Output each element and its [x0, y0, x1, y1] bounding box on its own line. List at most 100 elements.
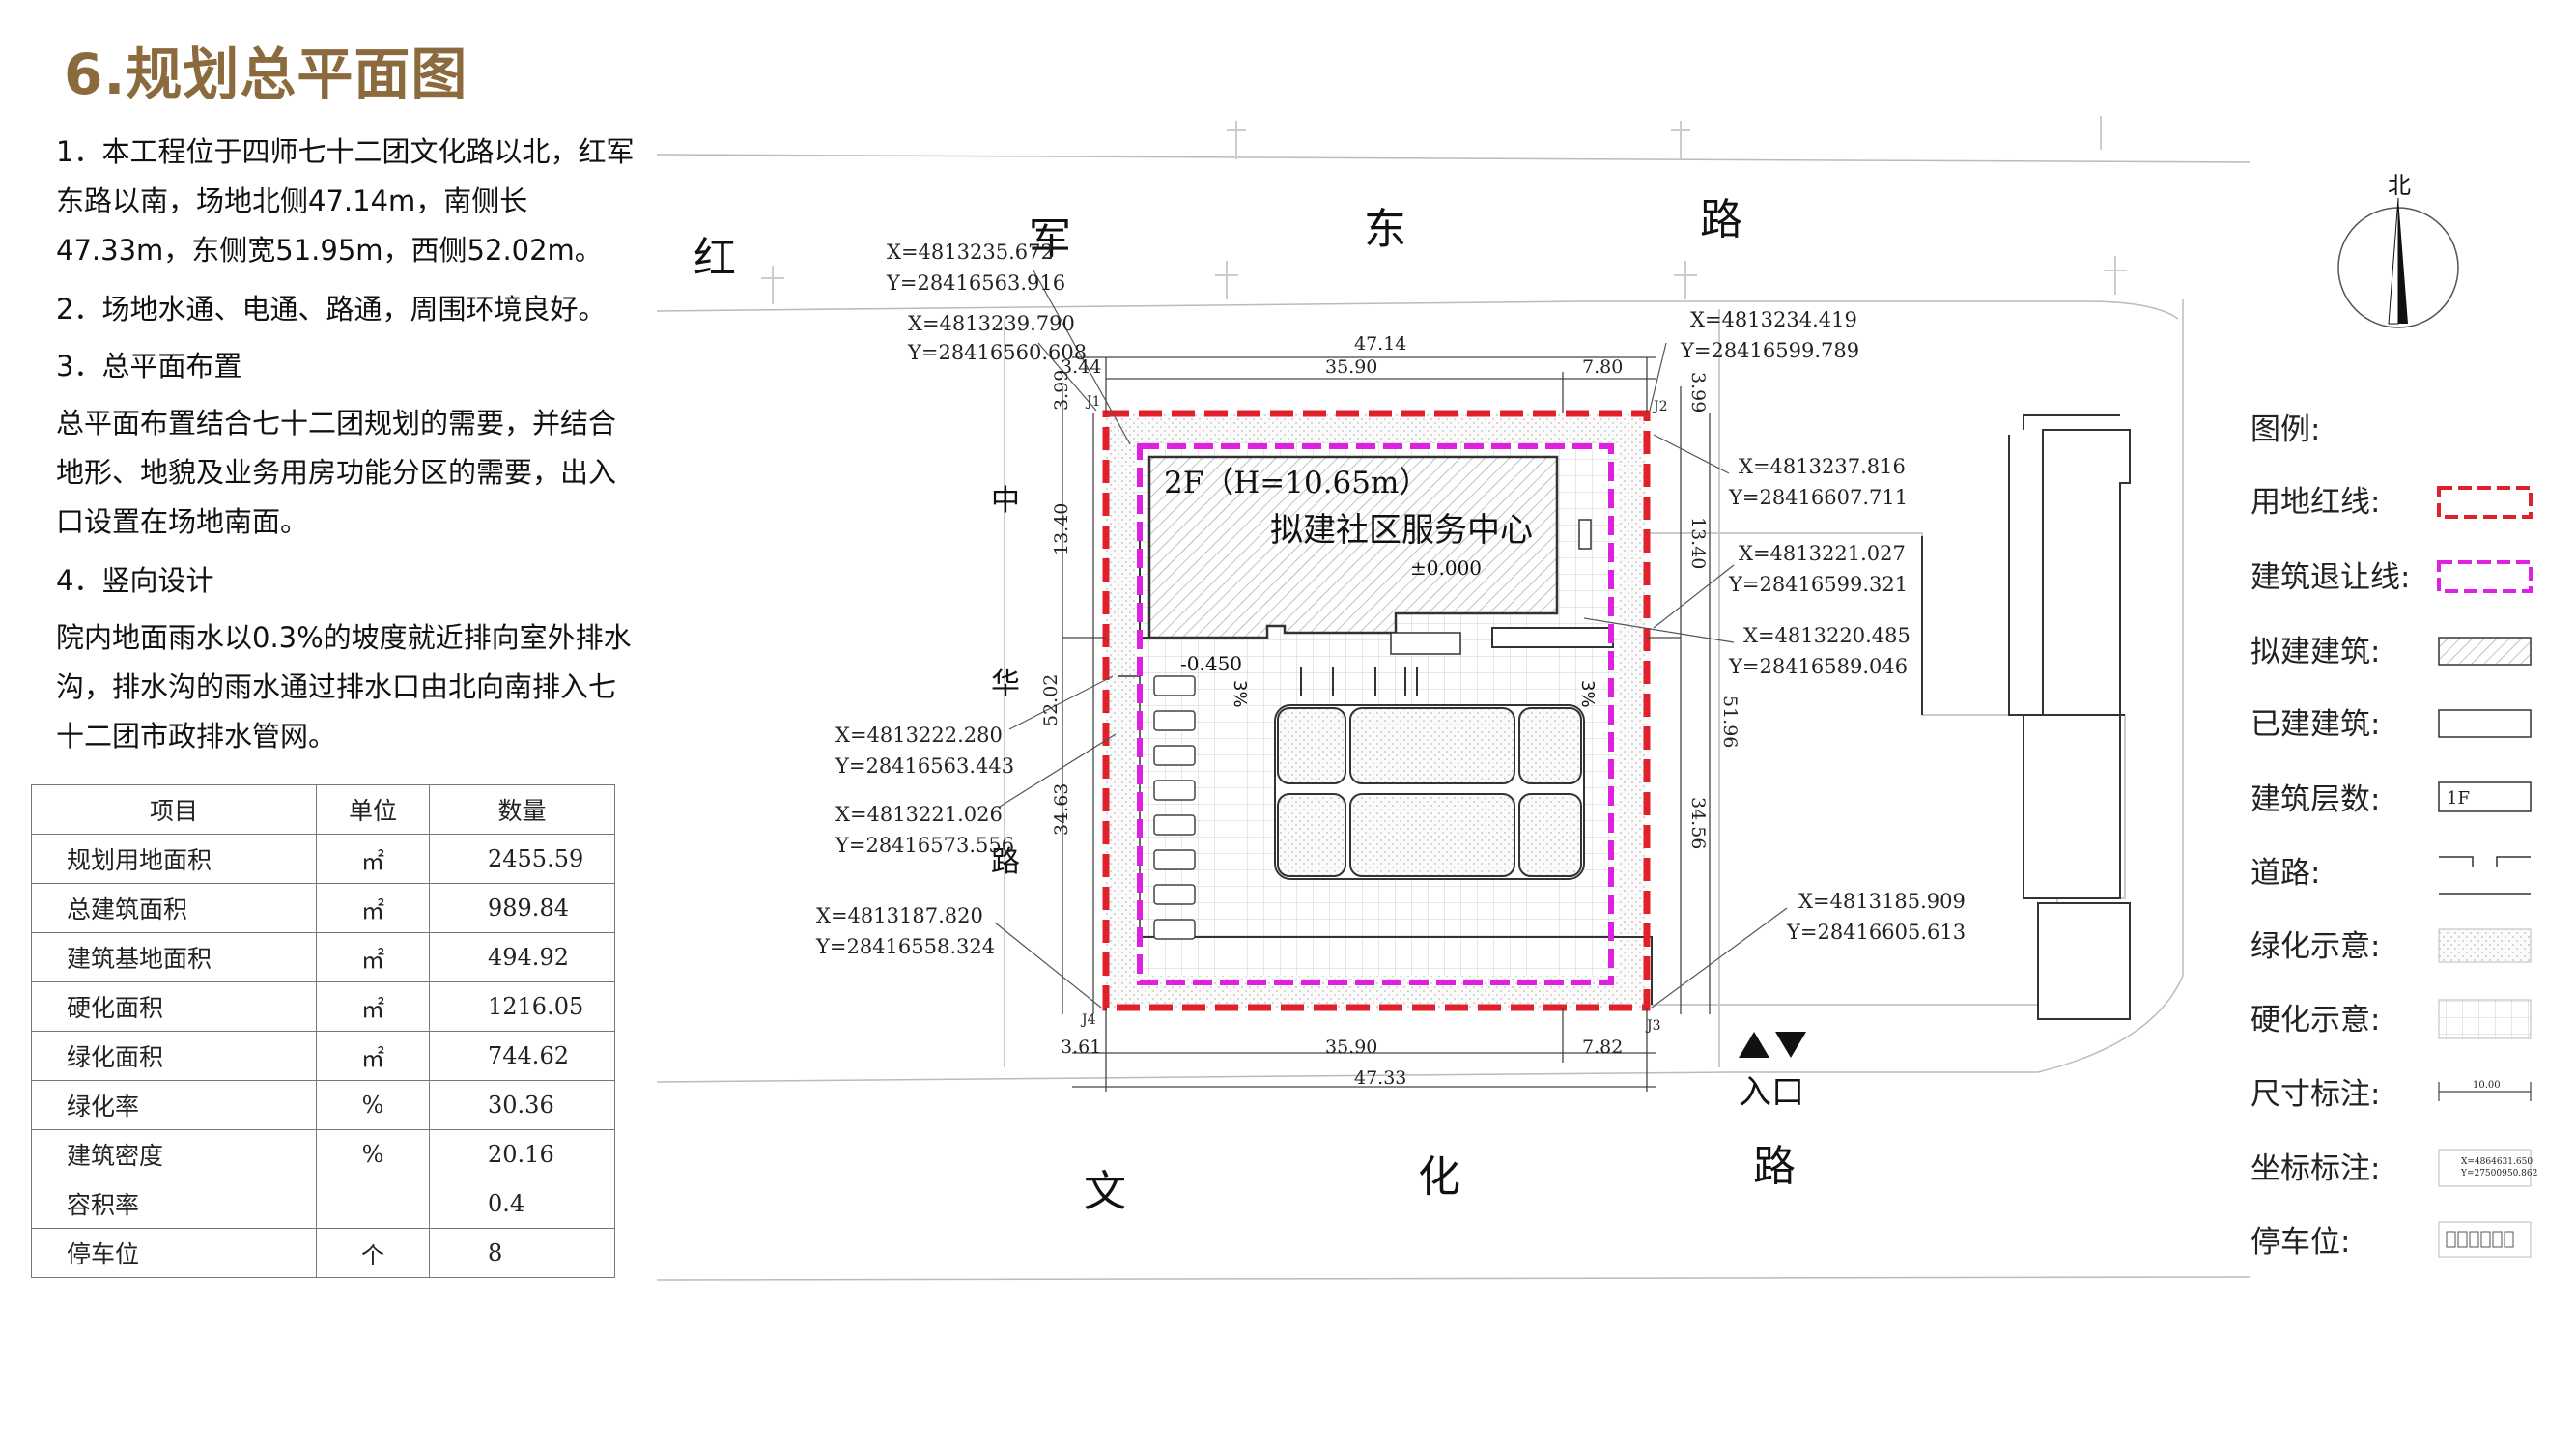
corner-j2: J2: [1652, 399, 1668, 414]
description: 1．本工程位于四师七十二团文化路以北，红军东路以南，场地北侧47.14m，南侧长…: [56, 128, 636, 771]
road-label-lu-south: 路: [1753, 1142, 1796, 1191]
building-floors: 2F（H=10.65m）: [1164, 466, 1429, 500]
coord-2-y: Y=28416599.789: [1680, 339, 1859, 362]
coordinate-leaders: [994, 270, 1788, 1009]
coord-9-x: X=4813185.909: [1798, 890, 1966, 913]
stats-item: 建筑基地面积: [31, 932, 317, 982]
desc-utilities: 2．场地水通、电通、路通，周围环境良好。: [56, 293, 607, 326]
dim-east-total: 51.96: [1719, 696, 1741, 748]
road-lines: [656, 154, 2251, 1281]
dimension-lines: [1062, 356, 1711, 1092]
coord-5-y: Y=28416589.046: [1728, 655, 1908, 678]
legend-label-parking: 停车位:: [2250, 1225, 2350, 1260]
corner-j1: J1: [1085, 394, 1101, 410]
stats-item: 建筑密度: [31, 1129, 317, 1179]
dim-south-mid: 35.90: [1325, 1037, 1377, 1058]
stats-item: 规划用地面积: [31, 834, 317, 884]
stats-value: 20.16: [429, 1129, 615, 1179]
slope-left: 3%: [1230, 680, 1250, 708]
desc-layout-heading: 3．总平面布置: [56, 350, 242, 383]
courtyard: [1274, 704, 1585, 880]
stats-value: 989.84: [429, 883, 615, 933]
road-label-dong: 东: [1364, 205, 1406, 254]
coord-3-y: Y=28416607.711: [1728, 486, 1908, 509]
desc-layout: 总平面布置结合七十二团规划的需要，并结合地形、地貌及业务用房功能分区的需要，出入…: [56, 407, 617, 538]
stats-item: 停车位: [31, 1228, 317, 1278]
street-lamps: [761, 116, 2127, 304]
courtyard-markers: [1300, 667, 1418, 696]
dim-east-corner: 3.99: [1687, 372, 1709, 412]
coord-6-y: Y=28416563.443: [835, 754, 1014, 778]
legend-dimension-sample: 10.00: [2473, 1080, 2501, 1091]
legend-label-proposed: 拟建建筑:: [2250, 635, 2380, 669]
stats-item: 绿化面积: [31, 1031, 317, 1081]
coord-6-x: X=4813222.280: [835, 724, 1003, 747]
stats-value: 2455.59: [429, 834, 615, 884]
legend-label-paving: 硬化示意:: [2250, 1003, 2380, 1037]
coord-5-x: X=4813220.485: [1743, 624, 1911, 647]
legend-coordinate-sample-x: X=4864631.650: [2461, 1157, 2533, 1167]
coord-8-x: X=4813187.820: [816, 904, 983, 927]
existing-buildings: [1641, 414, 2131, 1020]
coord-3-x: X=4813237.816: [1739, 455, 1906, 478]
building-name: 拟建社区服务中心: [1270, 511, 1533, 550]
stats-header-item: 项目: [31, 784, 317, 835]
parking-spaces: [1153, 675, 1196, 940]
coord-0-y: Y=28416563.916: [886, 271, 1065, 295]
legend-label-road: 道路:: [2250, 856, 2320, 891]
legend-label-setback: 建筑退让线:: [2250, 560, 2410, 595]
coord-0-x: X=4813235.672: [887, 241, 1054, 264]
dim-west-corner: 3.99: [1051, 370, 1072, 411]
table-row: 建筑密度%20.16: [31, 1129, 615, 1179]
road-label-hua: 华: [991, 668, 1020, 701]
road-label-zhong: 中: [991, 484, 1020, 518]
table-row: 绿化率%30.36: [31, 1080, 615, 1130]
setback-line: [1137, 443, 1614, 985]
compass-north-label: 北: [2388, 172, 2411, 199]
legend-label-dimension: 尺寸标注:: [2250, 1077, 2380, 1112]
coord-4-x: X=4813221.027: [1739, 542, 1906, 565]
stats-value: 30.36: [429, 1080, 615, 1130]
desc-vertical: 院内地面雨水以0.3%的坡度就近排向室外排水沟，排水沟的雨水通过排水口由北向南排…: [56, 621, 632, 753]
stats-value: 8: [429, 1228, 615, 1278]
desc-vertical-heading: 4．竖向设计: [56, 564, 214, 597]
coord-4-y: Y=28416599.321: [1728, 573, 1908, 596]
stats-unit: 个: [316, 1228, 430, 1278]
legend-floor-sample: 1F: [2447, 788, 2470, 809]
stats-value: 0.4: [429, 1179, 615, 1229]
legend-samples: [2437, 486, 2533, 1258]
stats-header-value: 数量: [429, 784, 615, 835]
dim-west-top: 13.40: [1051, 503, 1072, 555]
entrance-label: 入口: [1739, 1073, 1804, 1112]
desc-location: 1．本工程位于四师七十二团文化路以北，红军东路以南，场地北侧47.14m，南侧长…: [56, 135, 635, 267]
road-label-wen: 文: [1084, 1167, 1126, 1216]
coord-8-y: Y=28416558.324: [815, 935, 995, 958]
legend-label-green: 绿化示意:: [2250, 929, 2380, 964]
dim-south-right: 7.82: [1582, 1037, 1623, 1058]
corner-j3: J3: [1645, 1018, 1661, 1034]
coord-1-x: X=4813239.790: [908, 312, 1075, 335]
legend-label-coordinate: 坐标标注:: [2250, 1151, 2380, 1186]
road-label-hong: 红: [694, 234, 736, 283]
legend-label-floors: 建筑层数:: [2250, 782, 2380, 817]
dim-north-total: 47.14: [1354, 333, 1406, 355]
side-elevation: -0.450: [1180, 652, 1242, 675]
stats-unit: ㎡: [316, 834, 430, 884]
road-label-jun: 军: [1029, 214, 1071, 264]
stats-item: 硬化面积: [31, 981, 317, 1032]
coord-7-x: X=4813221.026: [835, 803, 1003, 826]
dim-east-bottom: 34.56: [1687, 797, 1709, 849]
coord-7-y: Y=28416573.556: [835, 834, 1014, 857]
stats-value: 494.92: [429, 932, 615, 982]
stats-value: 1216.05: [429, 981, 615, 1032]
page-title: 6.规划总平面图: [64, 42, 468, 107]
legend-title: 图例:: [2250, 412, 2320, 447]
stats-item: 绿化率: [31, 1080, 317, 1130]
stats-unit: ㎡: [316, 1031, 430, 1081]
dim-east-top: 13.40: [1687, 517, 1709, 569]
